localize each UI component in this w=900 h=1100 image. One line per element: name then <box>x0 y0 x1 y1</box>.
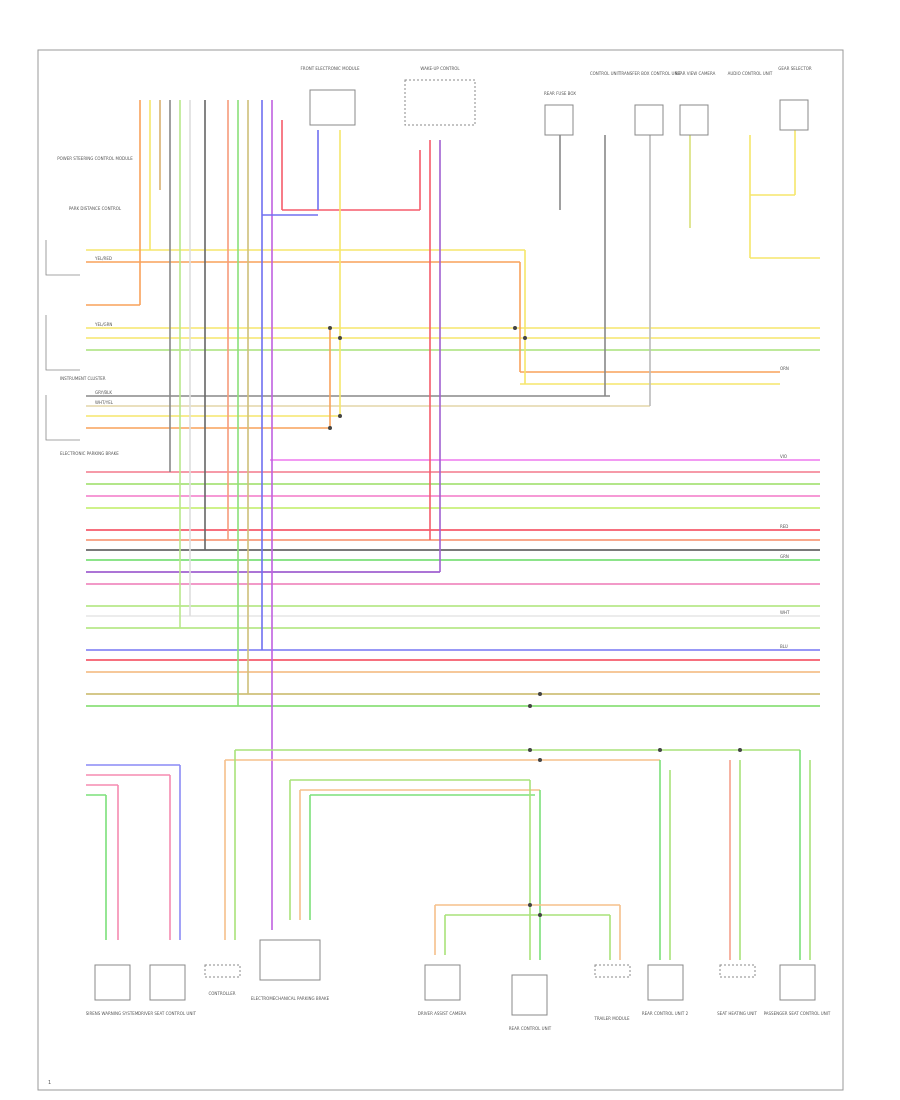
wire-tag-8: ORN <box>780 366 789 371</box>
wire-tag-4: GRN <box>780 554 789 559</box>
module-a <box>544 104 574 136</box>
label-park-distance: PARK DISTANCE CONTROL <box>69 206 122 211</box>
label-gear: GEAR SELECTOR <box>778 66 812 71</box>
page-number: 1 <box>48 1080 51 1086</box>
bottom-module-8 <box>647 964 684 1001</box>
vertical-feeds <box>139 100 820 930</box>
wire-tag-9: GRY/BLK <box>95 390 112 395</box>
bottom-label-5: DRIVER ASSIST CAMERA <box>418 1011 467 1016</box>
bottom-module-5 <box>424 964 461 1001</box>
label-instrument: INSTRUMENT CLUSTER <box>60 376 106 381</box>
module-c <box>679 104 709 136</box>
bottom-module-6 <box>511 974 548 1016</box>
lower-feeds <box>86 749 811 960</box>
wire-tag-7: BLU <box>780 644 788 649</box>
wire-tag-1: YEL/GRN <box>94 322 112 327</box>
bottom-module-7 <box>594 964 631 978</box>
label-control-unit: CONTROL UNIT <box>590 71 621 76</box>
module-wakeup <box>404 79 476 126</box>
wire-tag-2: YEL/RED <box>94 256 112 261</box>
module-b <box>634 104 664 136</box>
splice-points <box>328 326 742 917</box>
bottom-label-2: DRIVER SEAT CONTROL UNIT <box>138 1011 196 1016</box>
bottom-label-3: CONTROLLER <box>208 991 235 996</box>
bottom-module-1 <box>94 964 131 1001</box>
bottom-label-8: REAR CONTROL UNIT 2 <box>642 1011 689 1016</box>
wire-tag-3: RED <box>780 524 788 529</box>
wire-tag-5: WHT <box>780 610 790 615</box>
label-power-steering: POWER STEERING CONTROL MODULE <box>57 156 133 161</box>
left-connector-brackets <box>45 240 80 441</box>
label-camera: REAR VIEW CAMERA <box>675 71 716 76</box>
wire-tag-6: VIO <box>780 454 787 459</box>
bottom-module-10 <box>779 964 816 1001</box>
wire-tag-10: WHT/YEL <box>95 400 114 405</box>
bottom-module-9 <box>719 964 756 978</box>
bottom-module-3 <box>204 964 241 978</box>
module-d <box>779 99 809 131</box>
module-front-electronic <box>309 89 356 126</box>
bottom-module-2 <box>149 964 186 1001</box>
label-transfer-box: TRANSFER BOX CONTROL UNIT <box>618 71 682 76</box>
bottom-module-4 <box>259 939 321 981</box>
bottom-label-7: TRAILER MODULE <box>593 1016 630 1021</box>
diagram-frame <box>37 49 844 1091</box>
upper-bus <box>86 249 820 429</box>
bottom-label-9: SEAT HEATING UNIT <box>717 1011 757 1016</box>
bottom-label-10: PASSENGER SEAT CONTROL UNIT <box>764 1011 831 1016</box>
bottom-modules <box>94 939 816 1016</box>
bottom-label-6: REAR CONTROL UNIT <box>509 1026 552 1031</box>
bottom-label-1: SIRENS WARNING SYSTEM <box>86 1011 139 1016</box>
label-epb: ELECTRONIC PARKING BRAKE <box>60 451 119 456</box>
bottom-label-4: ELECTROMECHANICAL PARKING BRAKE <box>251 996 330 1001</box>
label-wakeup: WAKE-UP CONTROL <box>420 66 460 71</box>
top-modules <box>309 79 809 136</box>
middle-bus <box>86 459 820 707</box>
label-audio: AUDIO CONTROL UNIT <box>728 71 773 76</box>
label-front-module: FRONT ELECTRONIC MODULE <box>301 66 360 71</box>
label-rear-fuse: REAR FUSE BOX <box>544 91 576 96</box>
